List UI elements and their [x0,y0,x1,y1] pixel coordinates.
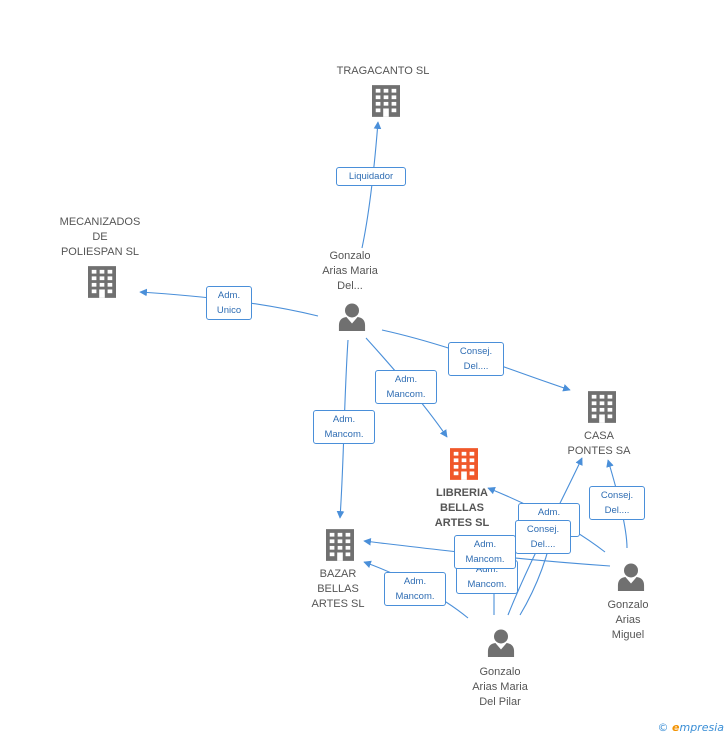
edge-label-adm-mancom-1: Adm. Mancom. [375,370,437,404]
bazar-building-icon[interactable] [326,529,354,561]
tragacanto-label[interactable]: TRAGACANTO SL [336,65,430,77]
copyright-symbol: © [657,721,669,734]
bazar-label[interactable]: BAZAR BELLAS ARTES SL [311,568,365,610]
gonzalo-miguel-person-icon[interactable] [617,563,645,591]
tragacanto-building-icon[interactable] [372,85,400,117]
casa-pontes-label[interactable]: CASA PONTES SA [567,430,631,457]
edge-label-consej-del-1: Consej. Del.... [448,342,504,376]
edge-label-adm-mancom-2: Adm. Mancom. [313,410,375,444]
gonzalo-miguel-label[interactable]: Gonzalo Arias Miguel [607,599,649,641]
casa-pontes-building-icon[interactable] [588,391,616,423]
logo-text: mpresia [679,721,724,734]
gonzalo-del-pilar-label[interactable]: Gonzalo Arias Maria Del Pilar [472,666,528,708]
libreria-building-icon[interactable] [450,448,478,480]
mecanizados-label[interactable]: MECANIZADOS DE POLIESPAN SL [59,216,141,258]
empresia-logo[interactable]: © empresia [658,721,724,734]
edge-label-consej-del-3: Consej. Del.... [515,520,571,554]
gonzalo-del-pilar-person-icon[interactable] [487,629,515,657]
edge-label-adm-mancom-6: Adm. Mancom. [384,572,446,606]
gonzalo-maria-del-person-icon[interactable] [338,303,366,331]
edge-label-adm-unico: Adm. Unico [206,286,252,320]
gonzalo-maria-del-label[interactable]: Gonzalo Arias Maria Del... [322,250,378,292]
edge-label-liquidador: Liquidador [336,167,406,186]
edge-label-adm-mancom-5: Adm. Mancom. [454,535,516,569]
logo-e: e [672,721,680,734]
mecanizados-building-icon[interactable] [88,266,116,298]
libreria-label[interactable]: LIBRERIA BELLAS ARTES SL [434,487,490,529]
edge-label-consej-del-2: Consej. Del.... [589,486,645,520]
